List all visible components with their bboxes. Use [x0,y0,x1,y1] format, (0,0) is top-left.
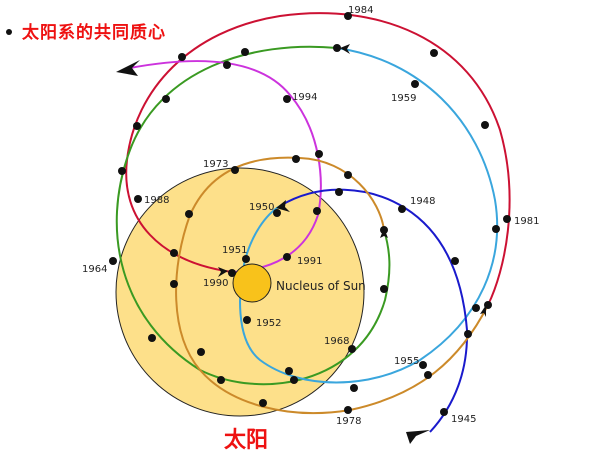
arrow-magenta-end-icon [116,60,140,76]
year-label: 1959 [391,93,416,104]
year-label: 1973 [203,159,228,170]
year-label: 1964 [82,264,107,275]
sun-label: 太阳 [224,428,269,453]
year-label: 1994 [292,92,317,103]
year-label: 1945 [451,414,476,425]
year-label: 1955 [394,356,419,367]
year-label: 1988 [144,195,169,206]
title-block: 太阳系的共同质心 [6,18,166,43]
year-label: 1978 [336,416,361,427]
year-label: 1984 [348,5,373,16]
path-blue [279,188,469,433]
year-label: 1950 [249,202,274,213]
bullet-icon [6,28,12,35]
path-orange [175,156,489,414]
year-label: 1990 [203,278,228,289]
year-label: 1948 [410,196,435,207]
arrow-blue-icon [276,200,290,212]
year-labels: 1984 1959 1994 1973 1988 1950 1948 1981 … [82,5,539,427]
year-label: 1968 [324,336,349,347]
sun-nucleus [232,263,272,303]
arrow-blue-start-icon [406,430,430,444]
path-cyan [239,47,499,384]
path-green [115,45,391,386]
year-label: 1952 [256,318,281,329]
year-label: 1981 [514,216,539,227]
arrow-red-icon [218,267,228,277]
nucleus-label: Nucleus of Sun [276,279,366,293]
path-red [125,12,511,306]
year-markers [109,12,511,416]
year-label: 1951 [222,245,247,256]
arrow-cyan-icon [340,44,350,54]
year-label: 1991 [297,256,322,267]
arrow-orange-icon [480,305,486,317]
diagram-title: 太阳系的共同质心 [22,23,166,43]
